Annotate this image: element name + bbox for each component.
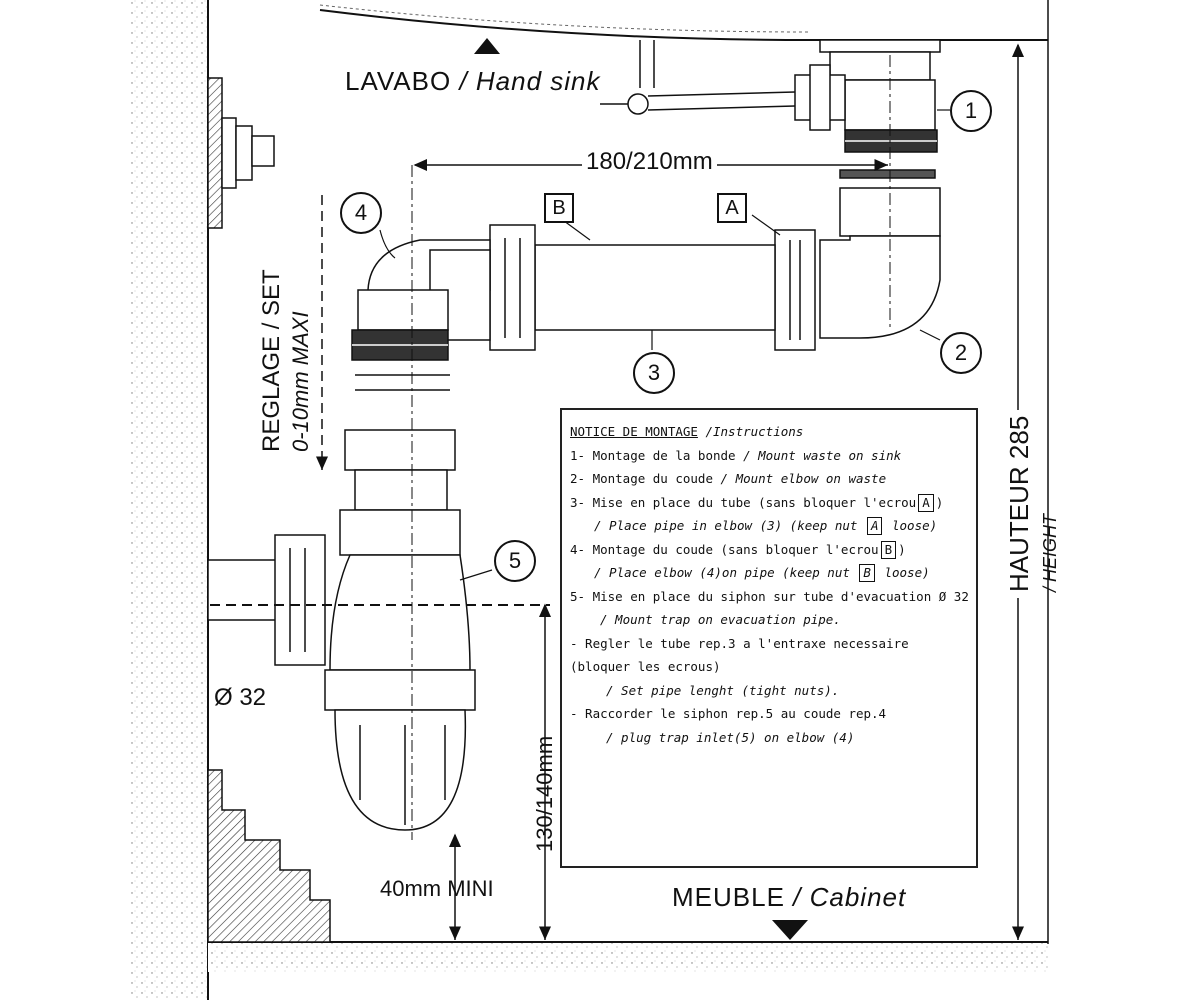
- instruction-line-2: 2- Montage du coude / Mount elbow on was…: [570, 471, 887, 486]
- instruction-line-7: - Raccorder le siphon rep.5 au coude rep…: [570, 706, 887, 721]
- box-letter-b: B: [544, 193, 574, 223]
- instruction-line-5-en: / Mount trap on evacuation pipe.: [600, 612, 841, 627]
- sink-marker-icon: [474, 38, 500, 54]
- overflow-pipe: [600, 40, 796, 115]
- callout-5: 5: [494, 540, 536, 582]
- waste-fitting: [794, 39, 941, 153]
- instruction-line-3: 3- Mise en place du tube (sans bloquer l…: [570, 493, 944, 512]
- cabinet-side: [207, 769, 331, 943]
- sink-basin: [319, 9, 1048, 41]
- wall-bolt: [221, 117, 275, 189]
- wall-bracket: [207, 77, 223, 229]
- callout-1: 1: [950, 90, 992, 132]
- cabinet-marker-icon: [772, 920, 808, 940]
- trap-height-label: 130/140mm: [532, 735, 557, 852]
- instructions-box: NOTICE DE MONTAGE /Instructions 1- Monta…: [560, 408, 978, 868]
- instruction-line-1: 1- Montage de la bonde / Mount waste on …: [570, 447, 902, 463]
- width-dimension-label: 180/210mm: [582, 148, 717, 176]
- callout-4: 4: [340, 192, 382, 234]
- elbow-2: [774, 169, 941, 351]
- instruction-line-6-en: / Set pipe lenght (tight nuts).: [606, 682, 840, 698]
- instruction-line-4: 4- Montage du coude (sans bloquer l'ecro…: [570, 540, 906, 559]
- pipe-3: [489, 224, 776, 351]
- instruction-line-3-en: / Place pipe in elbow (3) (keep nut A lo…: [594, 517, 938, 535]
- instruction-line-6: - Regler le tube rep.3 a l'entraxe neces…: [570, 635, 909, 651]
- callout-3: 3: [633, 352, 675, 394]
- reglage-range-label: 0-10mm MAXI: [288, 311, 313, 452]
- callout-2: 2: [940, 332, 982, 374]
- cabinet-label: MEUBLE / Cabinet: [672, 882, 907, 912]
- height-en-label: / HEIGHT: [1040, 513, 1060, 592]
- cabinet-floor: [208, 942, 1048, 972]
- instruction-line-7-en: / plug trap inlet(5) on elbow (4): [606, 729, 855, 745]
- diameter-label: Ø 32: [214, 684, 267, 711]
- wall: [130, 0, 208, 1000]
- instruction-line-6b: (bloquer les ecrous): [570, 659, 721, 674]
- instructions-title: NOTICE DE MONTAGE /Instructions: [570, 424, 804, 439]
- instruction-line-4-en: / Place elbow (4)on pipe (keep nut B loo…: [594, 564, 930, 582]
- trap-5: [207, 429, 476, 831]
- mini-label: 40mm MINI: [380, 876, 494, 901]
- reglage-label: REGLAGE / SET: [258, 269, 285, 452]
- sink-label: LAVABO / Hand sink: [345, 66, 601, 96]
- box-letter-a: A: [717, 193, 747, 223]
- height-label: HAUTEUR 285: [1004, 409, 1035, 598]
- elbow-4: [351, 239, 491, 391]
- instruction-line-5: 5- Mise en place du siphon sur tube d'ev…: [570, 588, 969, 604]
